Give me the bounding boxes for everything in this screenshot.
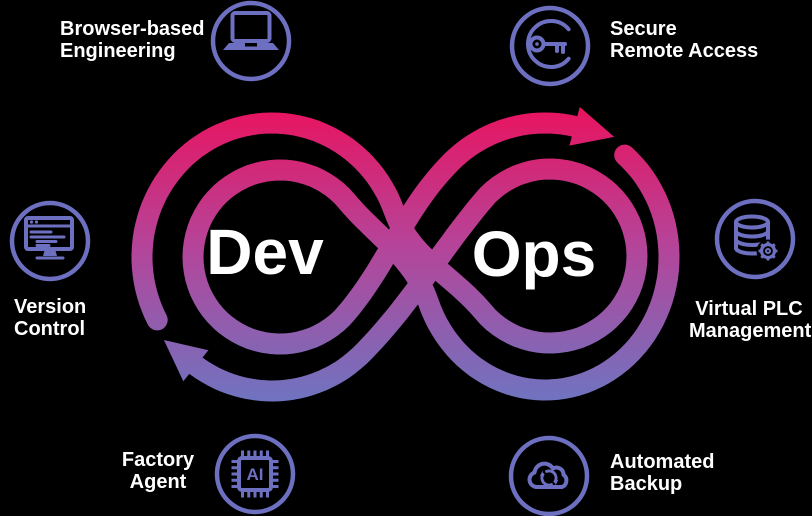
monitor-code-icon (9, 200, 91, 282)
chip-ai-label: AI (247, 465, 264, 484)
feature-label-line: Automated (610, 451, 715, 473)
database-gear-icon (714, 198, 796, 280)
infinity-strokes (131, 107, 680, 402)
key-rotate-icon (509, 5, 591, 87)
dev-label: Dev (206, 216, 324, 288)
feature-label-line: Remote Access (610, 40, 759, 62)
feature-automated-backup: Automated Backup (610, 451, 714, 495)
feature-label-line: Engineering (60, 40, 176, 62)
arrowhead-bottom-left (163, 340, 209, 382)
chip-pins (231, 450, 279, 498)
feature-label-line: Version (14, 296, 87, 318)
feature-label-line: Backup (610, 473, 683, 495)
feature-secure-remote-access: Secure Remote Access (610, 18, 758, 62)
cloud-sync-icon (508, 435, 590, 516)
feature-label-line: Factory (121, 449, 195, 471)
feature-browser-based-engineering: Browser-based Engineering (60, 18, 205, 62)
feature-factory-agent: Factory Agent (116, 449, 200, 493)
feature-label-line: Management (689, 320, 812, 342)
feature-label-line: Control (14, 318, 86, 340)
gear-icon (758, 241, 778, 261)
feature-label-line: Secure (610, 18, 677, 40)
feature-label-line: Virtual PLC (695, 298, 803, 320)
arrowhead-top-right (569, 107, 615, 146)
feature-version-control: Version Control (14, 296, 86, 340)
ops-label: Ops (471, 218, 597, 290)
infinity-right-spiral (182, 112, 680, 401)
feature-label-line: Agent (129, 471, 187, 493)
laptop-icon (210, 0, 292, 82)
feature-label-line: Browser-based (60, 18, 205, 40)
infinity-left-spiral (131, 112, 648, 402)
feature-virtual-plc-management: Virtual PLC Management (689, 298, 812, 342)
ai-chip-icon: AI (214, 433, 296, 515)
